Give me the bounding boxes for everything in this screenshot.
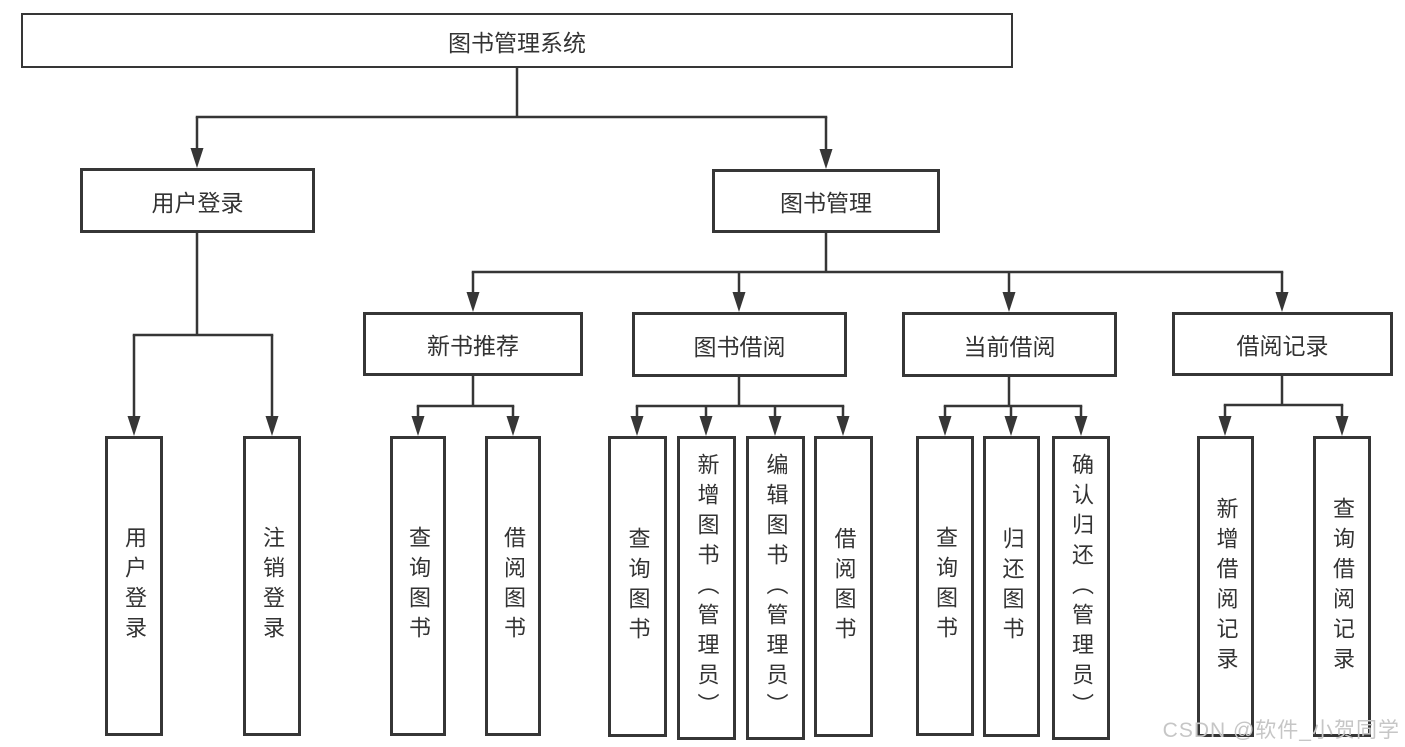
node-book-management: 图书管理 — [712, 169, 940, 233]
leaf-nbr-borrow-books-label: 借阅图书 — [501, 526, 526, 646]
leaf-br-add-record-label: 新增借阅记录 — [1213, 496, 1239, 677]
node-borrow-records-label: 借阅记录 — [1236, 333, 1329, 359]
node-new-book-recommend: 新书推荐 — [363, 312, 583, 376]
leaf-cb-confirm-return-admin: 确认归还（管理员） — [1052, 436, 1110, 740]
node-current-borrow: 当前借阅 — [902, 312, 1117, 377]
leaf-nbr-borrow-books: 借阅图书 — [485, 436, 541, 736]
leaf-cb-return-books-label: 归还图书 — [999, 526, 1025, 647]
leaf-logout-label: 注销登录 — [260, 526, 285, 646]
leaf-bb-add-book-admin: 新增图书（管理员） — [677, 436, 736, 740]
leaf-bb-add-book-admin-label: 新增图书（管理员） — [694, 453, 720, 723]
leaf-cb-query-books: 查询图书 — [916, 436, 974, 736]
leaf-bb-borrow-books-label: 借阅图书 — [831, 526, 857, 647]
leaf-bb-edit-book-admin-label: 编辑图书（管理员） — [763, 453, 789, 723]
leaf-logout: 注销登录 — [243, 436, 301, 736]
node-root-label: 图书管理系统 — [448, 29, 586, 56]
node-borrow-records: 借阅记录 — [1172, 312, 1393, 376]
node-user-login: 用户登录 — [80, 168, 315, 233]
leaf-nbr-query-books: 查询图书 — [390, 436, 446, 736]
leaf-bb-borrow-books: 借阅图书 — [814, 436, 873, 737]
node-current-borrow-label: 当前借阅 — [963, 333, 1056, 360]
node-book-management-label: 图书管理 — [780, 190, 872, 216]
leaf-br-query-record-label: 查询借阅记录 — [1330, 496, 1355, 677]
node-new-book-recommend-label: 新书推荐 — [427, 333, 519, 359]
node-book-borrow: 图书借阅 — [632, 312, 847, 377]
leaf-bb-query-books-label: 查询图书 — [625, 526, 651, 647]
leaf-cb-confirm-return-admin-label: 确认归还（管理员） — [1069, 453, 1094, 723]
node-book-borrow-label: 图书借阅 — [693, 333, 786, 360]
leaf-user-login-label: 用户登录 — [122, 526, 147, 646]
leaf-br-query-record: 查询借阅记录 — [1313, 436, 1371, 737]
leaf-user-login: 用户登录 — [105, 436, 163, 736]
leaf-cb-return-books: 归还图书 — [983, 436, 1040, 737]
leaf-bb-edit-book-admin: 编辑图书（管理员） — [746, 436, 805, 740]
leaf-nbr-query-books-label: 查询图书 — [406, 526, 431, 646]
node-user-login-label: 用户登录 — [151, 189, 244, 216]
leaf-br-add-record: 新增借阅记录 — [1197, 436, 1254, 737]
watermark: CSDN @软件_小贺同学 — [1162, 719, 1400, 742]
node-root: 图书管理系统 — [21, 13, 1013, 68]
leaf-bb-query-books: 查询图书 — [608, 436, 667, 737]
leaf-cb-query-books-label: 查询图书 — [933, 526, 958, 646]
